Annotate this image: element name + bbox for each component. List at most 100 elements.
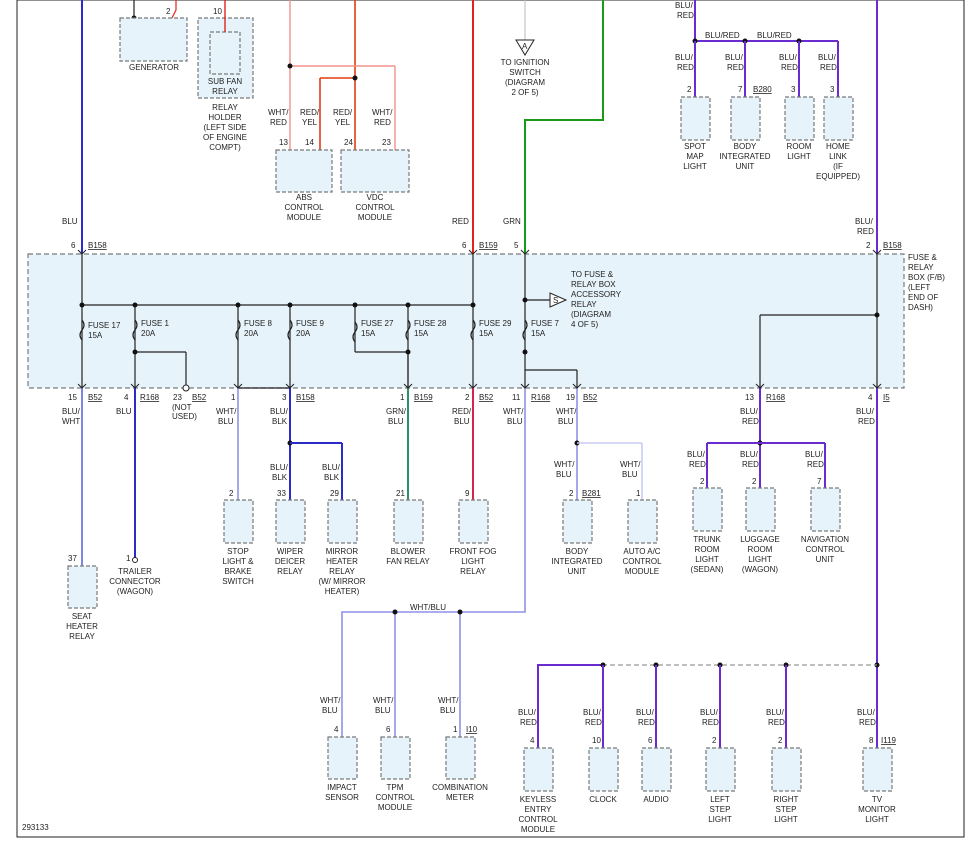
diagram-label: TO FUSE & [571, 270, 614, 279]
diagram-label: RED [270, 118, 287, 127]
diagram-label: BLK [324, 473, 340, 482]
wire-segment [285, 383, 295, 389]
diagram-label: WHT [62, 417, 80, 426]
diagram-label: B159 [479, 241, 498, 250]
diagram-label: BLK [272, 473, 288, 482]
diagram-label: SPOT [684, 142, 706, 151]
diagram-label: RED [702, 718, 719, 727]
diagram-label: LIGHT [774, 815, 798, 824]
diagram-label: B52 [192, 393, 207, 402]
component-label: ABS CONTROL MODULE VDC CONTROL MODULE [284, 193, 395, 222]
diagram-label: (DIAGRAM [505, 78, 545, 87]
diagram-label: B159 [414, 393, 433, 402]
diagram-label: (DIAGRAM [571, 310, 611, 319]
splice-dot [352, 75, 358, 81]
diagram-label: A [522, 42, 528, 51]
diagram-label: ACCESSORY [571, 290, 622, 299]
diagram-label: STEP [776, 805, 797, 814]
wire-segment [468, 383, 478, 389]
diagram-label: LINK [829, 152, 847, 161]
wire-segment [352, 321, 358, 343]
diagram-label: BLU/RED [757, 31, 792, 40]
splice-dot [405, 302, 411, 308]
diagram-label: 2 [700, 477, 705, 486]
diagram-label: STEP [710, 805, 731, 814]
diagram-label: 20A [244, 329, 259, 338]
generator-wire [171, 0, 177, 19]
diagram-label: STOP [227, 547, 249, 556]
diagram-label: RED [520, 718, 537, 727]
diagram-label: RED [820, 63, 837, 72]
diagram-label: GRN [503, 217, 521, 226]
diagram-label: B52 [88, 393, 103, 402]
spot-map-light [680, 96, 711, 141]
wire-segment [77, 249, 87, 255]
diagram-label: RED [677, 63, 694, 72]
diagram-label: MODULE [625, 567, 659, 576]
diagram-label: TV [872, 795, 883, 804]
diagram-label: BLU/ [675, 53, 694, 62]
diagram-label: 15 [68, 393, 77, 402]
wire-segment [470, 319, 476, 341]
diagram-label: RED [742, 460, 759, 469]
diagram-label: BLU/ [856, 407, 875, 416]
diagram-label: RELAY [69, 632, 95, 641]
diagram-label: 15A [361, 329, 376, 338]
diagram-label: RED [858, 417, 875, 426]
diagram-label: BLU [375, 706, 391, 715]
diagram-label: 13 [279, 138, 288, 147]
diagram-label: WHT/ [554, 460, 575, 469]
diagram-label: BLU [622, 470, 638, 479]
wire-segment [537, 664, 603, 748]
wire-segment [468, 249, 478, 255]
diagram-label: RELAY [329, 567, 355, 576]
splice-dot [522, 297, 528, 303]
diagram-label: FUSE & [908, 253, 938, 262]
diagram-label: 4 [530, 736, 535, 745]
diagram-label: CONTROL [355, 203, 395, 212]
diagram-label: RED [857, 227, 874, 236]
diagram-label: USED) [172, 412, 197, 421]
body-integrated-unit-b281 [562, 499, 593, 544]
diagram-label: 20A [296, 329, 311, 338]
diagram-label: ROOM [695, 545, 720, 554]
diagram-label: BLU/ [740, 407, 759, 416]
clock [588, 747, 619, 792]
diagram-label: I119 [881, 736, 897, 745]
diagram-label: BLU/ [270, 407, 289, 416]
diagram-label: I10 [466, 725, 478, 734]
diagram-label: WHT/ [320, 696, 341, 705]
diagram-label: COMBINATION [432, 783, 488, 792]
diagram-label: 23 [382, 138, 391, 147]
diagram-label: B280 [753, 85, 772, 94]
diagram-label: CONTROL [622, 557, 662, 566]
diagram-label: FUSE 29 [479, 319, 512, 328]
diagram-label: SUB FAN [208, 77, 242, 86]
diagram-label: 2 [752, 477, 757, 486]
diagram-label: 37 [68, 554, 77, 563]
diagram-label: 1 [126, 554, 131, 563]
diagram-label: RED [452, 217, 469, 226]
wire-segment [130, 383, 140, 389]
diagram-label: RELAY [212, 103, 238, 112]
diagram-label: 2 [229, 489, 234, 498]
diagram-label: FUSE 28 [414, 319, 447, 328]
figure-id: 293133 [22, 823, 49, 832]
diagram-label: BLU [322, 706, 338, 715]
seat-heater-relay [67, 565, 98, 609]
diagram-label: RELAY [460, 567, 486, 576]
diagram-label: HOME [826, 142, 850, 151]
wire-segment [522, 319, 528, 341]
diagram-label: 2 [712, 736, 717, 745]
diagram-label: MODULE [521, 825, 555, 834]
wire-segment [755, 383, 765, 389]
diagram-label: RED [638, 718, 655, 727]
diagram-label: 11 [512, 393, 521, 402]
bottom-terminal-labels: 15 B52 4 R168 23 B52 1 3 B158 1 B159 2 B… [62, 393, 890, 426]
wire-label: BLU/RED BLU/RED BLU/RED BLU/RED BLU/RED … [518, 708, 876, 727]
diagram-label: HOLDER [208, 113, 242, 122]
splice-dot [132, 557, 138, 563]
diagram-label: HEATER) [325, 587, 360, 596]
